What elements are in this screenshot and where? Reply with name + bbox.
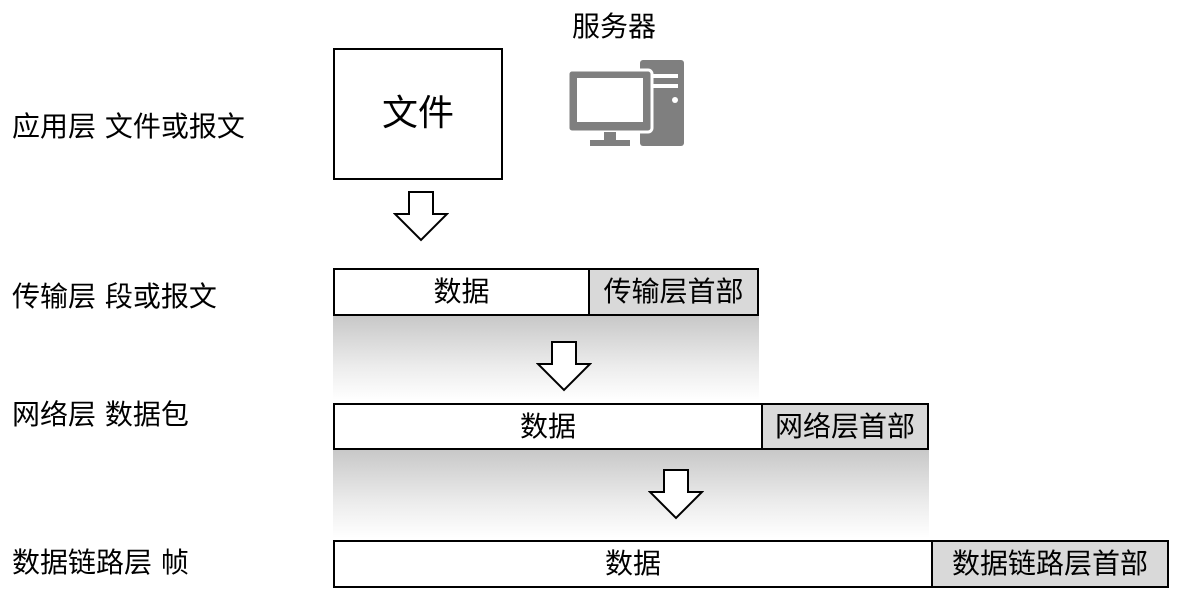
file-box: 文件 bbox=[333, 48, 503, 180]
down-arrow-icon bbox=[648, 469, 704, 520]
data-link-layer-label: 数据链路层 帧 bbox=[12, 546, 189, 579]
transport-shadow bbox=[333, 316, 759, 400]
network-packet-bar: 数据 网络层首部 bbox=[333, 403, 929, 450]
server-caption: 服务器 bbox=[572, 10, 657, 43]
network-layer-label: 网络层 数据包 bbox=[12, 398, 189, 431]
data-link-header-field: 数据链路层首部 bbox=[931, 542, 1167, 586]
network-data-label: 数据 bbox=[519, 409, 576, 443]
transport-header-label: 传输层首部 bbox=[603, 275, 744, 308]
transport-layer-label: 传输层 段或报文 bbox=[12, 280, 217, 313]
network-header-field: 网络层首部 bbox=[761, 405, 927, 448]
transport-segment-bar: 数据 传输层首部 bbox=[333, 268, 759, 316]
data-link-data-label: 数据 bbox=[604, 547, 661, 580]
computer-server-icon bbox=[568, 60, 684, 146]
transport-data-label: 数据 bbox=[433, 275, 490, 308]
down-arrow-icon bbox=[536, 341, 592, 392]
application-layer-label: 应用层 文件或报文 bbox=[12, 110, 245, 143]
transport-data-field: 数据 bbox=[335, 270, 588, 314]
data-link-data-field: 数据 bbox=[335, 542, 931, 586]
down-arrow-icon bbox=[393, 191, 449, 242]
data-link-header-label: 数据链路层首部 bbox=[951, 547, 1148, 580]
data-link-frame-bar: 数据 数据链路层首部 bbox=[333, 540, 1169, 588]
network-data-field: 数据 bbox=[335, 405, 761, 448]
file-box-label: 文件 bbox=[381, 93, 454, 134]
transport-header-field: 传输层首部 bbox=[588, 270, 757, 314]
network-header-label: 网络层首部 bbox=[774, 409, 915, 443]
network-shadow bbox=[333, 450, 929, 538]
